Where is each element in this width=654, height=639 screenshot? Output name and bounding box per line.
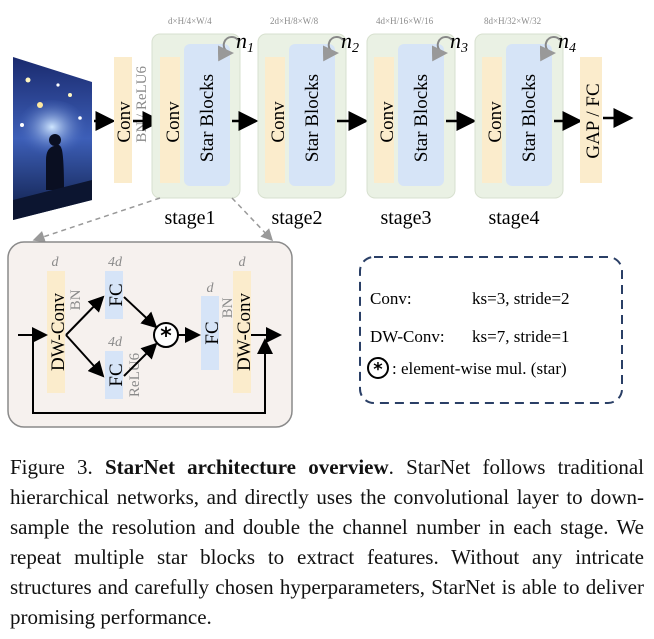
stage-2-dim: 2d×H/8×W/8 [270, 16, 319, 26]
head-label: GAP / FC [583, 83, 604, 158]
dwconv2-label: DW-Conv [234, 292, 255, 371]
fc-out-label: FC [202, 321, 223, 344]
stage-2-conv-label: Conv [268, 101, 289, 143]
legend-dwconv-value: ks=7, stride=1 [472, 327, 570, 346]
starnet-diagram: Conv BN / ReLU6 Conv Star Blocks d×H/4×W… [7, 16, 634, 428]
stage-4-repeat: n4 [558, 28, 576, 56]
legend-conv-key: Conv: [370, 289, 412, 308]
stage-3-repeat: n3 [450, 28, 468, 56]
stage-1-conv [160, 57, 180, 183]
stage-4-conv-label: Conv [485, 101, 506, 143]
dwconv2-dim: d [239, 255, 247, 270]
stage-2: Conv Star Blocks 2d×H/8×W/8 n2 stage2 [257, 16, 359, 229]
stage-4-dim: 8d×H/32×W/32 [484, 16, 541, 26]
input-image [13, 57, 92, 220]
stage-3-star-label: Star Blocks [411, 74, 432, 162]
stage-4: Conv Star Blocks 8d×H/32×W/32 n4 stage4 [474, 16, 576, 229]
stage-2-star-blocks [289, 44, 335, 186]
caption-body: . StarNet follows traditional hierarchic… [10, 455, 644, 629]
fc-bottom-label: FC [106, 363, 127, 386]
legend-star-text: : element-wise mul. (star) [392, 359, 567, 378]
head-block [580, 57, 602, 183]
stage-2-star-label: Star Blocks [302, 74, 323, 162]
fc-out-norm: BN [220, 297, 236, 318]
svg-text:*: * [373, 359, 383, 380]
stage-3-conv-label: Conv [377, 101, 398, 143]
legend-star-icon [367, 357, 389, 379]
fc-bottom-dim: 4d [108, 335, 123, 350]
fc-out-dim: d [207, 281, 215, 296]
stage-2-name: stage2 [271, 207, 322, 229]
fc-bottom-act: ReLU6 [127, 352, 143, 397]
stage-4-name: stage4 [488, 207, 539, 229]
stage-1-repeat: n1 [236, 28, 254, 56]
stage-4-star-blocks [506, 44, 552, 186]
stem-conv-label: Conv [114, 101, 135, 143]
stem-conv-block [114, 57, 132, 183]
stage-3-dim: 4d×H/16×W/16 [376, 16, 434, 26]
stage-1-star-blocks [184, 44, 230, 186]
stage-1: Conv Star Blocks d×H/4×W/4 n1 stage1 [151, 16, 254, 229]
legend-conv-value: ks=3, stride=2 [472, 289, 570, 308]
stage-2-repeat: n2 [341, 28, 359, 56]
caption-prefix: Figure 3. [10, 455, 105, 479]
dwconv1-label: DW-Conv [48, 292, 69, 371]
legend-dwconv-key: DW-Conv: [370, 327, 445, 346]
fc-top-dim: 4d [108, 255, 123, 270]
legend: Conv: ks=3, stride=2 DW-Conv: ks=7, stri… [359, 256, 623, 404]
figure-caption: Figure 3. StarNet architecture overview.… [10, 452, 644, 632]
stage-3-name: stage3 [380, 207, 431, 229]
stage-1-star-label: Star Blocks [197, 74, 218, 162]
stage-3-star-blocks [398, 44, 444, 186]
stage-4-star-label: Star Blocks [519, 74, 540, 162]
stage-1-conv-label: Conv [163, 101, 184, 143]
dwconv1-dim: d [52, 255, 60, 270]
svg-text:*: * [160, 324, 172, 349]
star-block-detail: DW-Conv d BN FC 4d FC 4d ReLU6 * FC d BN… [7, 241, 293, 428]
stage-1-name: stage1 [164, 207, 215, 229]
caption-title: StarNet architecture overview [104, 455, 389, 479]
stage-1-dim: d×H/4×W/4 [168, 16, 212, 26]
dwconv1-norm: BN [68, 289, 84, 310]
fc-top-label: FC [106, 283, 127, 306]
stage-3: Conv Star Blocks 4d×H/16×W/16 n3 stage3 [366, 16, 468, 229]
stem-norm-label: BN / ReLU6 [134, 66, 150, 143]
